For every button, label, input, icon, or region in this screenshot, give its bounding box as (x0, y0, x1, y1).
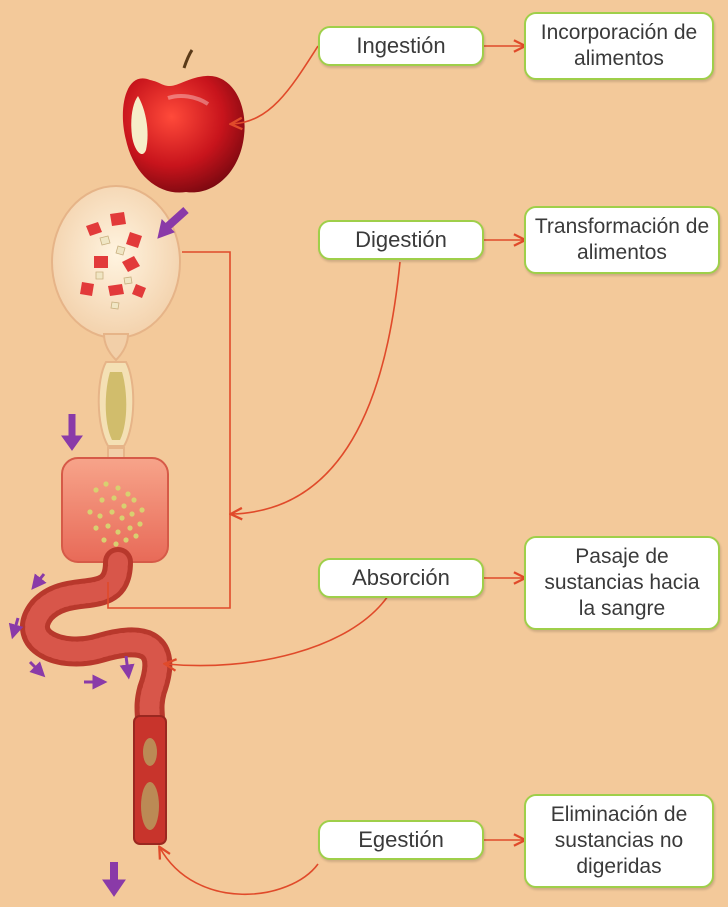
particle-dot (137, 521, 143, 527)
particle-dot (119, 515, 125, 521)
rectum-icon (133, 715, 167, 845)
result-label: Incorporación de alimentos (540, 21, 698, 70)
particle-dot (123, 537, 129, 543)
particle-dot (139, 507, 145, 513)
result-box-ingestion: Incorporación de alimentos (524, 12, 714, 80)
particle-dot (131, 497, 137, 503)
particle-dot (87, 509, 93, 515)
particle-dot (93, 487, 99, 493)
stage-label: Ingestión (356, 33, 446, 58)
particle-dot (115, 485, 121, 491)
particle-dot (127, 525, 133, 531)
particle-dot (133, 533, 139, 539)
particle-dot (105, 523, 111, 529)
stage-label: Absorción (352, 565, 450, 590)
particle-dot (113, 541, 119, 547)
large-intestine-icon (20, 547, 173, 735)
particle-dot (101, 537, 107, 543)
result-label: Transformación de alimentos (534, 215, 710, 264)
particle-dot (125, 491, 131, 497)
particle-dot (103, 481, 109, 487)
result-box-egestion: Eliminación de sustancias no digeridas (524, 794, 714, 888)
stage-label: Digestión (355, 227, 447, 252)
connector-lines (107, 46, 524, 896)
result-label: Pasaje de sustancias hacia la sangre (544, 545, 700, 620)
particle-dot (99, 497, 105, 503)
result-label: Eliminación de sustancias no digeridas (550, 803, 688, 878)
particle-dot (111, 495, 117, 501)
particle-dot (121, 503, 127, 509)
particle-dot (115, 529, 121, 535)
stage-box-digestion: Digestión (318, 220, 484, 260)
result-box-digestion: Transformación de alimentos (524, 206, 720, 274)
motion-arrows (8, 207, 189, 897)
particle-dot (93, 525, 99, 531)
result-box-absorption: Pasaje de sustancias hacia la sangre (524, 536, 720, 630)
particle-dot (129, 511, 135, 517)
stage-box-ingestion: Ingestión (318, 26, 484, 66)
particle-dot (97, 513, 103, 519)
stage-box-egestion: Egestión (318, 820, 484, 860)
stage-label: Egestión (358, 827, 444, 852)
small-intestine-icon (61, 457, 169, 563)
apple-icon (122, 49, 245, 193)
stage-box-absorption: Absorción (318, 558, 484, 598)
stomach-icon (51, 185, 181, 463)
particle-dot (109, 509, 115, 515)
